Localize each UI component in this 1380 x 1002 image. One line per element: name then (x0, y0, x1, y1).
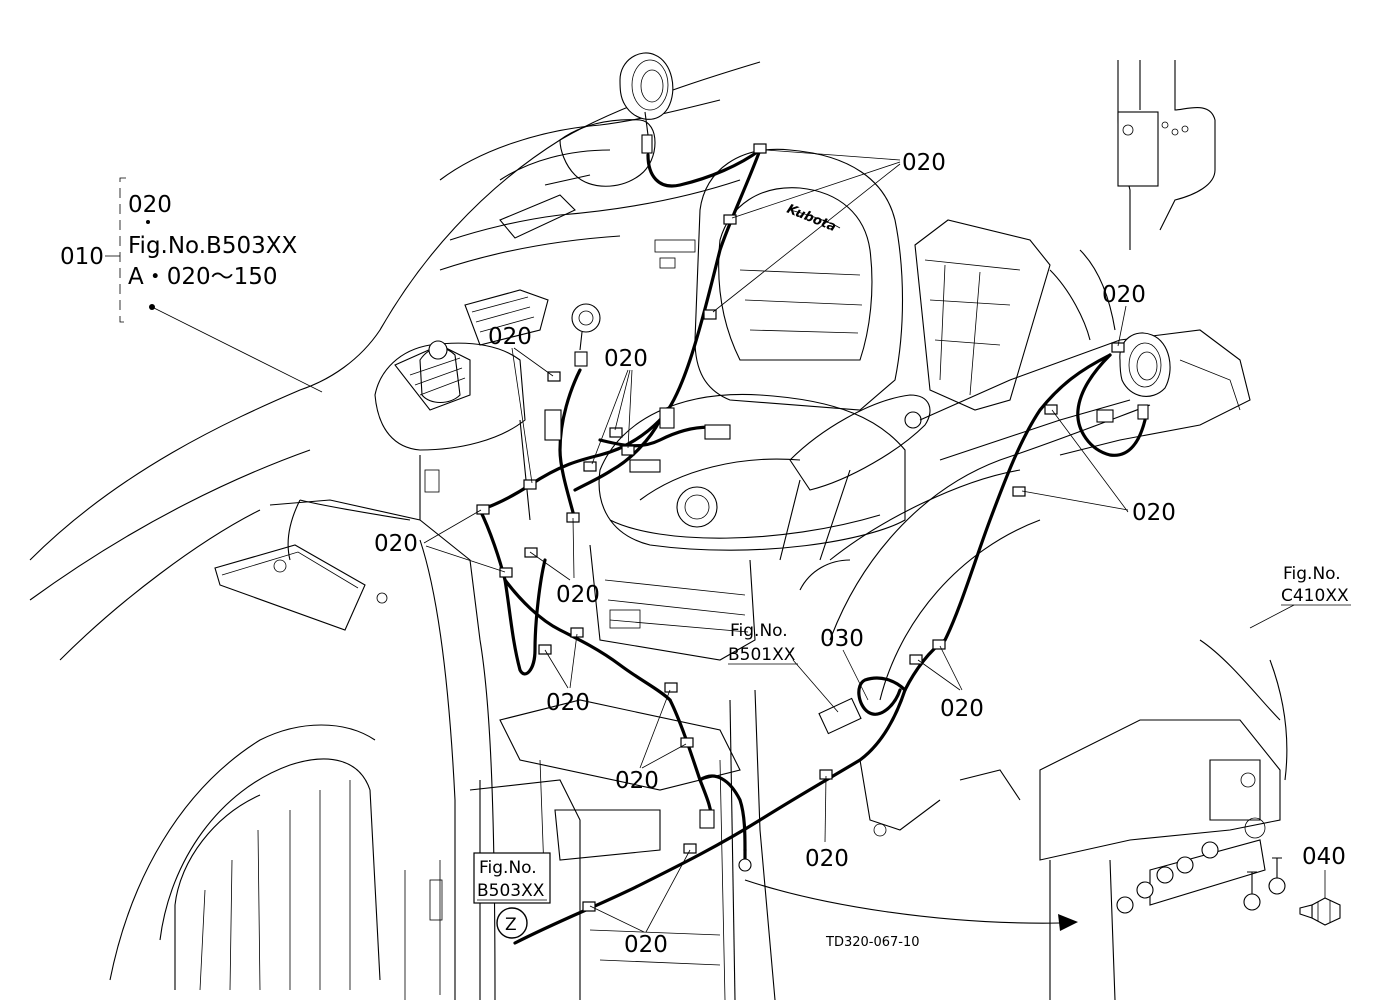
callout-020-bottom: 020 (624, 932, 668, 958)
leader-lines (151, 149, 1326, 933)
callout-020-lower-left: 020 (546, 690, 590, 716)
fig-ref-b503-box: Fig.No. B503XX Z (473, 852, 551, 939)
callout-040: 040 (1302, 844, 1346, 870)
fig-ref-b503-label: Fig.No. (479, 858, 537, 878)
ground-terminals (1243, 857, 1286, 911)
bracket-line-020: 020 (128, 192, 172, 218)
bolt-040 (1299, 897, 1341, 926)
callout-010: 010 (60, 244, 104, 270)
bracket-line-fig: Fig.No.B503XX (128, 233, 297, 259)
callout-020-lower-right-b: 020 (805, 846, 849, 872)
fig-ref-b501-code: B501XX (728, 645, 796, 665)
fig-ref-b501-label: Fig.No. (730, 621, 788, 641)
work-lamp-front (619, 52, 674, 154)
callout-020-under-seat: 020 (556, 582, 600, 608)
bracket-line-range: A・020～150 (128, 264, 278, 290)
callout-020-top-right: 020 (902, 150, 946, 176)
detail-view-arrow (744, 879, 1078, 931)
work-lamp-right (1119, 332, 1171, 397)
callout-labels: 020 020 020 020 020 020 020 020 020 020 … (374, 150, 1346, 958)
bracket-group-010: 010 020 Fig.No.B503XX A・020～150 (60, 177, 297, 323)
callout-020-left: 020 (374, 531, 418, 557)
callout-020-mid-center: 020 (604, 346, 648, 372)
horn-switch (571, 303, 601, 367)
fig-ref-c410: Fig.No. C410XX (1281, 564, 1351, 606)
callout-020-mid-left: 020 (488, 324, 532, 350)
callout-030: 030 (820, 626, 864, 652)
drawing-code: TD320-067-10 (825, 935, 920, 950)
tractor-body-outline (29, 60, 1288, 1001)
fig-ref-b503-code: B503XX (477, 881, 545, 901)
fig-ref-c410-code: C410XX (1281, 586, 1349, 606)
callout-020-lower-right-a: 020 (940, 696, 984, 722)
fig-ref-c410-label: Fig.No. (1283, 564, 1341, 584)
callout-020-mid-right: 020 (1132, 500, 1176, 526)
fig-ref-b501: Fig.No. B501XX (728, 621, 798, 665)
seat-brand-mark: Kubota (785, 202, 839, 235)
view-marker-z: Z (505, 915, 517, 935)
callout-020-lower-center: 020 (615, 768, 659, 794)
callout-020-right-lamp: 020 (1102, 282, 1146, 308)
